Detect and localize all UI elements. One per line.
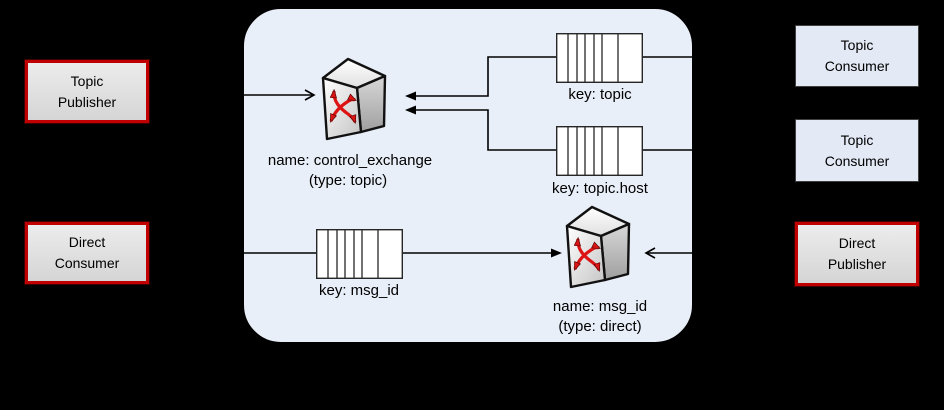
direct-consumer-label: Direct Consumer <box>54 234 120 271</box>
solid-arrowhead-queue-topic <box>405 91 416 101</box>
queue-topic-host-label: key: topic.host <box>552 180 648 197</box>
topic-consumer-label-2: Topic Consumer <box>824 131 890 169</box>
queue-msg-id-icon <box>316 228 403 279</box>
topic-exchange-type-label: (type: topic) <box>308 172 388 189</box>
connector-queue-topic-to-exchange <box>416 56 556 97</box>
connector-queue-topic-host-to-exchange <box>416 109 556 151</box>
direct-exchange-type-label: (type: direct) <box>558 318 642 335</box>
topic-exchange-icon <box>323 59 385 139</box>
topic-publisher-box: Topic Publisher <box>25 60 149 123</box>
topic-consumer-box-2: Topic Consumer <box>795 119 919 182</box>
open-arrowhead-direct-exchange <box>644 247 656 259</box>
direct-exchange-icon <box>567 207 629 287</box>
queue-topic-icon <box>556 33 643 84</box>
direct-publisher-box: Direct Publisher <box>795 222 919 286</box>
open-arrowhead-topic-exchange <box>304 89 316 101</box>
topic-consumer-label-1: Topic Consumer <box>824 37 890 74</box>
connectors <box>148 56 795 259</box>
topic-publisher-label: Topic Publisher <box>57 72 117 110</box>
topic-consumer-box-1: Topic Consumer <box>795 25 919 87</box>
direct-publisher-label: Direct Publisher <box>827 235 887 272</box>
queue-topic-host-icon <box>556 125 643 177</box>
topic-exchange-name-label: name: control_exchange <box>267 152 433 169</box>
direct-exchange-name-label: name: msg_id <box>552 298 648 315</box>
solid-arrowhead-queue-topic-host <box>405 105 416 115</box>
queue-topic-label: key: topic <box>568 86 632 103</box>
solid-arrowhead-queue-msgid <box>551 248 562 258</box>
queue-msg-id-label: key: msg_id <box>318 282 400 299</box>
direct-consumer-box: Direct Consumer <box>25 222 149 284</box>
